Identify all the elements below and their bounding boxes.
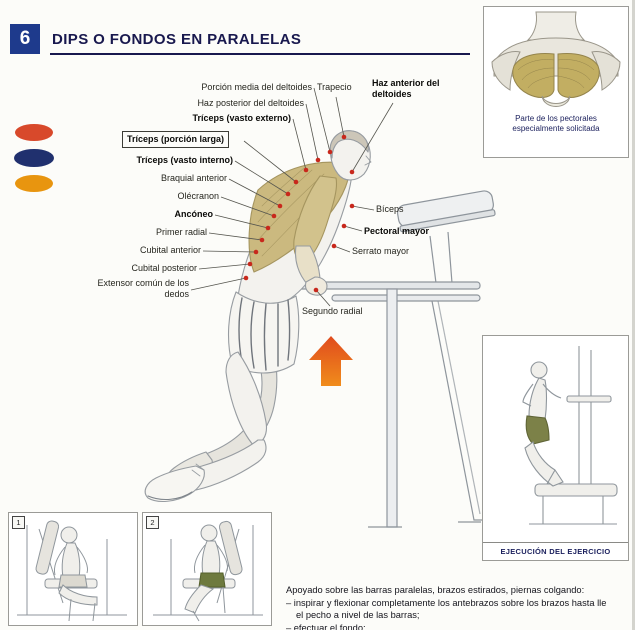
execution-illustration (522, 346, 618, 525)
instruction-line: el pecho a nivel de las barras; (296, 610, 420, 620)
variant-2-badge: 2 (146, 516, 159, 529)
muscle-label-primer-radial: Primer radial (155, 227, 207, 237)
variant-1-illustration (17, 520, 127, 622)
muscle-label-pectoral-mayor: Pectoral mayor (364, 226, 430, 236)
muscle-label-triceps-vasto-interno: Tríceps (vasto interno) (136, 155, 233, 165)
variant-2-illustration (153, 520, 263, 622)
instruction-line: Apoyado sobre las barras paralelas, braz… (286, 585, 585, 595)
legend-orange-ellipse (15, 175, 53, 192)
muscle-label-cubital-anterior: Cubital anterior (139, 245, 201, 255)
muscle-label-triceps-porcion-larga: Tríceps (porción larga) (122, 131, 230, 148)
muscle-label-braquial-anterior: Braquial anterior (160, 173, 227, 183)
variant-1-badge: 1 (12, 516, 25, 529)
variant-1-inset: 1 (8, 512, 138, 626)
muscle-label-trapecio: Trapecio (317, 82, 352, 92)
muscle-label-olecranon: Olécranon (177, 191, 219, 201)
pectoral-caption-line1: Parte de los pectorales (515, 114, 597, 123)
pectoral-illustration (491, 11, 621, 107)
page-title: DIPS O FONDOS EN PARALELAS (52, 31, 302, 48)
instruction-line: – efectuar el fondo; (286, 622, 366, 630)
muscle-label-serrato-mayor: Serrato mayor (352, 246, 410, 256)
muscle-label-anconeo: Ancóneo (174, 209, 213, 219)
execution-inset: EJECUCIÓN DEL EJERCICIO (482, 335, 629, 561)
up-arrow-icon (309, 336, 353, 386)
instructions-block: Apoyado sobre las barras paralelas, braz… (286, 584, 632, 630)
muscle-label-triceps-vasto-externo: Tríceps (vasto externo) (192, 113, 291, 123)
page-edge (632, 0, 635, 630)
pectoral-caption-line2: especialmente solicitada (512, 124, 600, 133)
pectoral-inset: Parte de los pectorales especialmente so… (483, 6, 629, 158)
muscle-label-segundo-radial: Segundo radial (302, 306, 363, 316)
muscle-label-porcion-media-deltoides: Porción media del deltoides (201, 82, 312, 92)
legend-red-ellipse (15, 124, 53, 141)
muscle-label-extensor-comun-dedos: Extensor común de los dedos (97, 278, 189, 299)
execution-caption: EJECUCIÓN DEL EJERCICIO (483, 542, 628, 560)
exercise-number-badge: 6 (10, 24, 40, 54)
instruction-line: – inspirar y flexionar completamente los… (286, 597, 607, 608)
legend-navy-ellipse (14, 149, 54, 167)
title-divider (50, 53, 470, 55)
variant-2-inset: 2 (142, 512, 272, 626)
muscle-label-cubital-posterior: Cubital posterior (131, 263, 197, 273)
muscle-label-haz-posterior-deltoides: Haz posterior del deltoides (197, 98, 304, 108)
muscle-label-haz-anterior-deltoides: Haz anterior del deltoides (372, 78, 440, 99)
muscle-label-biceps: Bíceps (376, 204, 404, 214)
